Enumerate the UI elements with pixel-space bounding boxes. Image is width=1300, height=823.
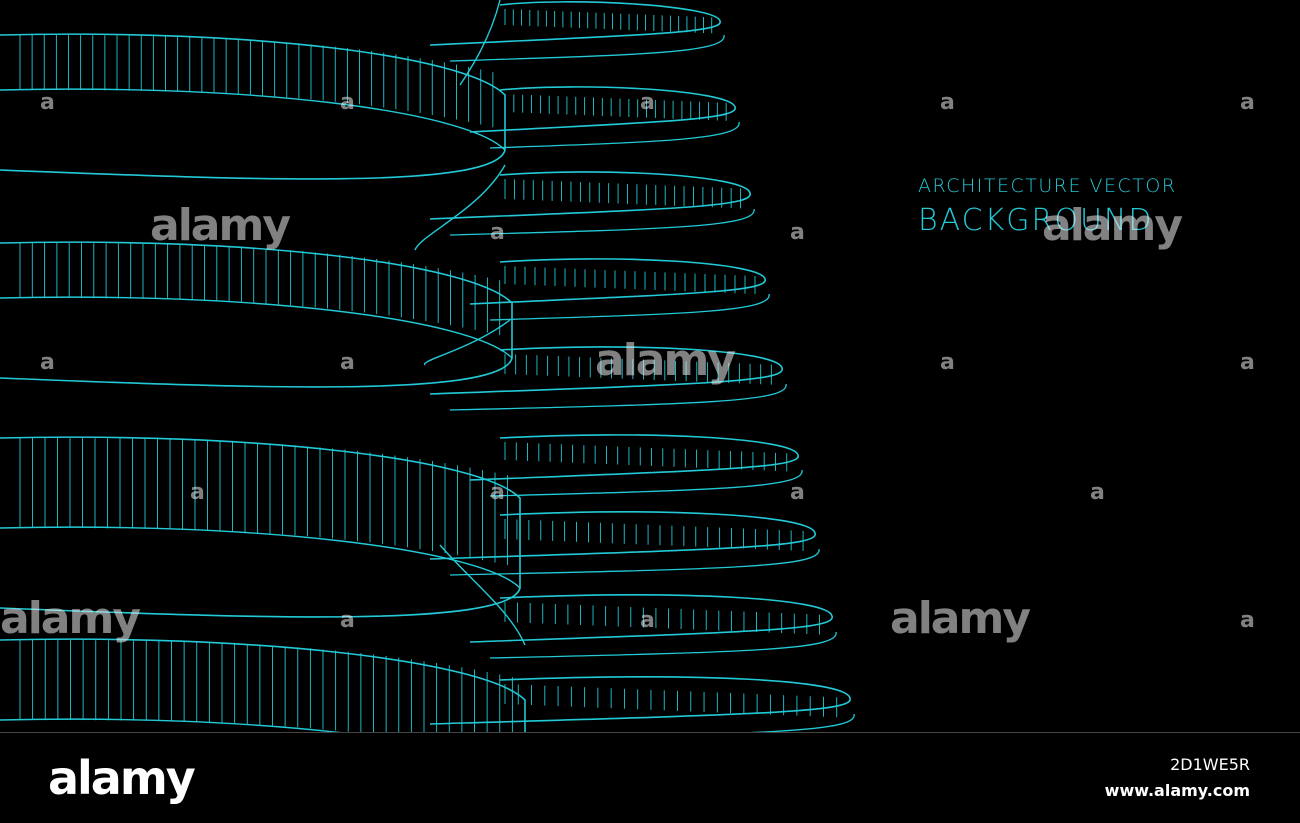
watermark-mark: a — [790, 220, 805, 245]
watermark-mark: a — [40, 350, 55, 375]
image-id: 2D1WE5R — [1170, 755, 1250, 774]
watermark-mark: a — [940, 90, 955, 115]
watermark-mark: a — [40, 90, 55, 115]
watermark-mark: a — [490, 220, 505, 245]
watermark-mark: a — [640, 90, 655, 115]
site-url[interactable]: www.alamy.com — [1104, 781, 1250, 800]
spiral-wireframe — [0, 0, 855, 732]
watermark-mark: a — [1240, 350, 1255, 375]
title-line1: ARCHITECTURE VECTOR — [918, 175, 1177, 197]
watermark-mark: a — [340, 350, 355, 375]
watermark-mark: a — [940, 350, 955, 375]
watermark-logo: alamy — [1042, 200, 1183, 251]
watermark-mark: a — [640, 608, 655, 633]
watermark-mark: a — [190, 480, 205, 505]
watermark-logo: alamy — [150, 200, 291, 251]
watermark-logo: alamy — [0, 593, 141, 644]
footer-bar: alamy 2D1WE5R www.alamy.com — [0, 732, 1300, 823]
watermark-mark: a — [340, 90, 355, 115]
watermark-logo: alamy — [595, 335, 736, 386]
watermark-mark: a — [790, 480, 805, 505]
watermark-mark: a — [340, 608, 355, 633]
artwork-image: ARCHITECTURE VECTOR BACKGROUND alamy ala… — [0, 0, 1255, 732]
footer-logo: alamy — [48, 751, 196, 805]
watermark-mark: a — [1240, 90, 1255, 115]
watermark-mark: a — [490, 480, 505, 505]
title-block: ARCHITECTURE VECTOR BACKGROUND — [918, 175, 1177, 238]
watermark-mark: a — [1090, 480, 1105, 505]
watermark-mark: a — [1240, 608, 1255, 633]
watermark-logo: alamy — [890, 593, 1031, 644]
title-line2: BACKGROUND — [918, 203, 1154, 238]
